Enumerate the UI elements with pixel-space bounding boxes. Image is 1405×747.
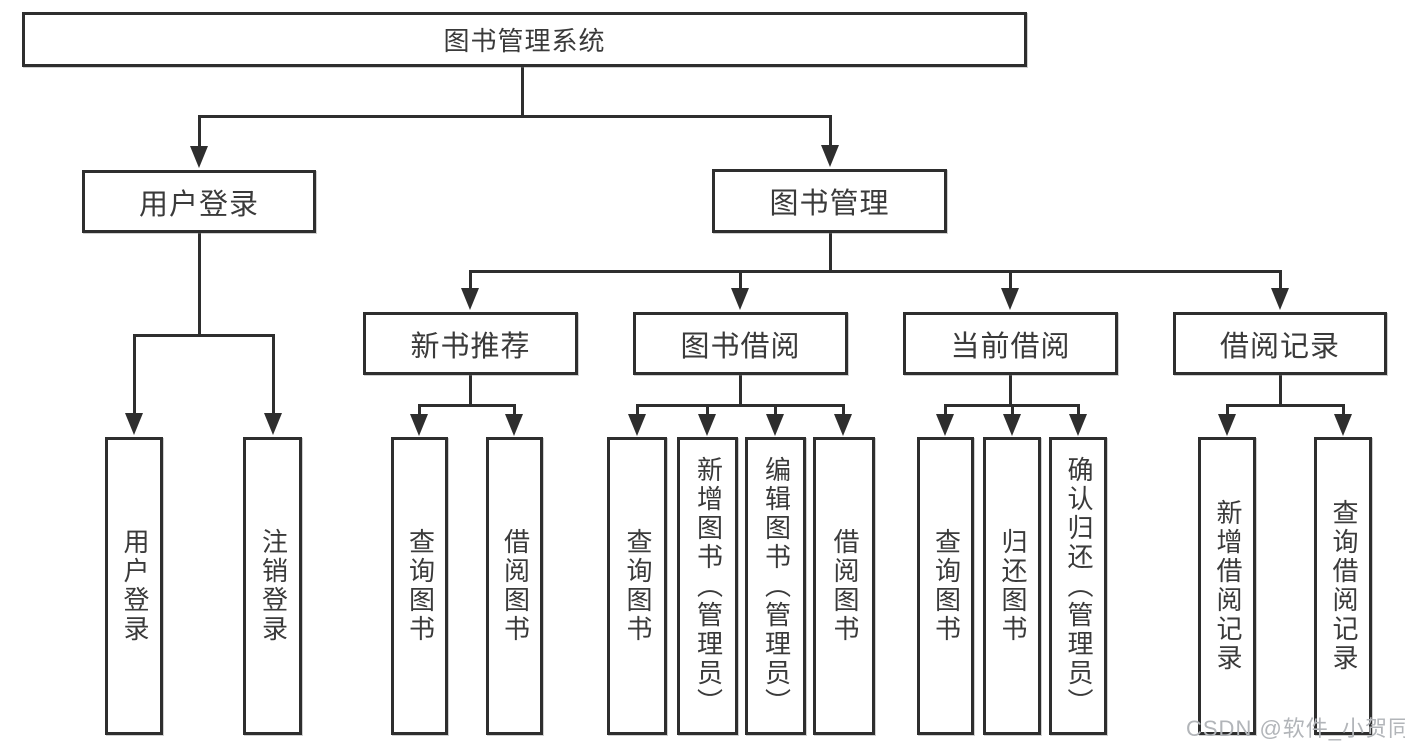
leaf-query-books: 查询图书 bbox=[607, 437, 667, 735]
connector-login-stem bbox=[198, 233, 201, 336]
csdn-watermark: CSDN @软件_小贺同学 bbox=[1186, 716, 1405, 741]
connector-level2-rail bbox=[198, 115, 832, 118]
node-label: 借阅图书 bbox=[500, 528, 531, 644]
connector-arrow-stem bbox=[842, 404, 845, 415]
connector-arrow-stem bbox=[944, 404, 947, 415]
connector-level3-rail bbox=[469, 270, 1281, 273]
node-book-management: 图书管理 bbox=[712, 169, 947, 233]
leaf-return-books: 归还图书 bbox=[983, 437, 1041, 735]
node-label: 查询借阅记录 bbox=[1328, 499, 1359, 673]
leaf-edit-books-admin: 编辑图书（管理员） bbox=[745, 437, 806, 735]
node-book-borrowing: 图书借阅 bbox=[633, 312, 848, 375]
leaf-query-books: 查询图书 bbox=[917, 437, 974, 735]
connector-arrow-stem bbox=[636, 404, 639, 415]
connector-group-rail bbox=[636, 404, 843, 407]
connector-arrow-stem bbox=[198, 115, 201, 147]
arrow-down-leaf bbox=[505, 414, 523, 436]
connector-arrow-stem bbox=[1226, 404, 1229, 415]
connector-arrow-stem bbox=[513, 404, 516, 415]
node-current-borrowing: 当前借阅 bbox=[903, 312, 1118, 375]
connector-mgmt-stem bbox=[829, 233, 832, 272]
leaf-add-borrow-record: 新增借阅记录 bbox=[1198, 437, 1256, 735]
node-new-book-recommend: 新书推荐 bbox=[363, 312, 578, 375]
connector-arrow-stem bbox=[1279, 270, 1282, 289]
arrow-down-record bbox=[1271, 288, 1289, 310]
arrow-down-leaf bbox=[1218, 414, 1236, 436]
connector-arrow-stem bbox=[418, 404, 421, 415]
connector-arrow-stem bbox=[1342, 404, 1345, 415]
connector-group-rail bbox=[1226, 404, 1343, 407]
connector-arrow-stem bbox=[469, 270, 472, 289]
connector-group-stem bbox=[1279, 375, 1282, 406]
arrow-down-leaf bbox=[936, 414, 954, 436]
node-label: 查询图书 bbox=[931, 528, 962, 644]
node-label: 借阅记录 bbox=[1219, 330, 1340, 363]
node-label: 用户登录 bbox=[138, 188, 259, 221]
connector-root-stem bbox=[521, 67, 524, 117]
arrow-down-login bbox=[125, 413, 143, 435]
leaf-user-login: 用户登录 bbox=[105, 437, 163, 735]
node-label: 确认归还（管理员） bbox=[1063, 455, 1094, 717]
node-borrow-records: 借阅记录 bbox=[1173, 312, 1387, 375]
node-label: 归还图书 bbox=[997, 528, 1028, 644]
arrow-down-leaf bbox=[834, 414, 852, 436]
connector-group-rail bbox=[418, 404, 516, 407]
connector-arrow-stem bbox=[739, 270, 742, 289]
arrow-down-leaf bbox=[1003, 414, 1021, 436]
arrow-down-leaf bbox=[698, 414, 716, 436]
connector-arrow-stem bbox=[829, 115, 832, 146]
node-label: 查询图书 bbox=[622, 528, 653, 644]
node-label: 图书管理系统 bbox=[443, 26, 606, 56]
leaf-query-books: 查询图书 bbox=[391, 437, 448, 735]
node-label: 查询图书 bbox=[405, 528, 436, 644]
connector-arrow-stem bbox=[272, 334, 275, 414]
arrow-down-book-management bbox=[821, 145, 839, 167]
arrow-down-book-borrow bbox=[731, 288, 749, 310]
arrow-down-leaf bbox=[1334, 414, 1352, 436]
connector-login-rail bbox=[133, 334, 275, 337]
node-label: 编辑图书（管理员） bbox=[761, 455, 792, 717]
node-label: 用户登录 bbox=[119, 528, 150, 644]
arrow-down-leaf bbox=[628, 414, 646, 436]
connector-arrow-stem bbox=[133, 334, 136, 414]
leaf-query-borrow-record: 查询借阅记录 bbox=[1314, 437, 1372, 735]
arrow-down-leaf bbox=[766, 414, 784, 436]
node-label: 当前借阅 bbox=[950, 330, 1071, 363]
arrow-down-leaf bbox=[1069, 414, 1087, 436]
connector-arrow-stem bbox=[706, 404, 709, 415]
node-library-management-system: 图书管理系统 bbox=[22, 12, 1027, 67]
leaf-borrow-books: 借阅图书 bbox=[486, 437, 543, 735]
node-label: 注销登录 bbox=[258, 528, 289, 644]
node-label: 借阅图书 bbox=[829, 528, 860, 644]
node-label: 新增借阅记录 bbox=[1212, 499, 1243, 673]
arrow-down-leaf bbox=[410, 414, 428, 436]
leaf-add-books-admin: 新增图书（管理员） bbox=[677, 437, 738, 735]
node-label: 图书管理 bbox=[769, 188, 890, 220]
connector-group-stem bbox=[469, 375, 472, 406]
node-label: 新增图书（管理员） bbox=[693, 455, 724, 717]
arrow-down-user-login bbox=[190, 146, 208, 168]
node-label: 图书借阅 bbox=[680, 330, 801, 363]
connector-arrow-stem bbox=[1077, 404, 1080, 415]
arrow-down-new-book bbox=[461, 288, 479, 310]
connector-group-stem bbox=[739, 375, 742, 406]
node-user-login: 用户登录 bbox=[82, 170, 316, 233]
connector-arrow-stem bbox=[1009, 270, 1012, 289]
leaf-borrow-books: 借阅图书 bbox=[813, 437, 875, 735]
connector-arrow-stem bbox=[1011, 404, 1014, 415]
leaf-confirm-return-admin: 确认归还（管理员） bbox=[1049, 437, 1107, 735]
arrow-down-current bbox=[1001, 288, 1019, 310]
connector-group-stem bbox=[1009, 375, 1012, 406]
connector-arrow-stem bbox=[774, 404, 777, 415]
arrow-down-logout bbox=[264, 413, 282, 435]
leaf-logout: 注销登录 bbox=[243, 437, 302, 735]
node-label: 新书推荐 bbox=[410, 330, 531, 363]
